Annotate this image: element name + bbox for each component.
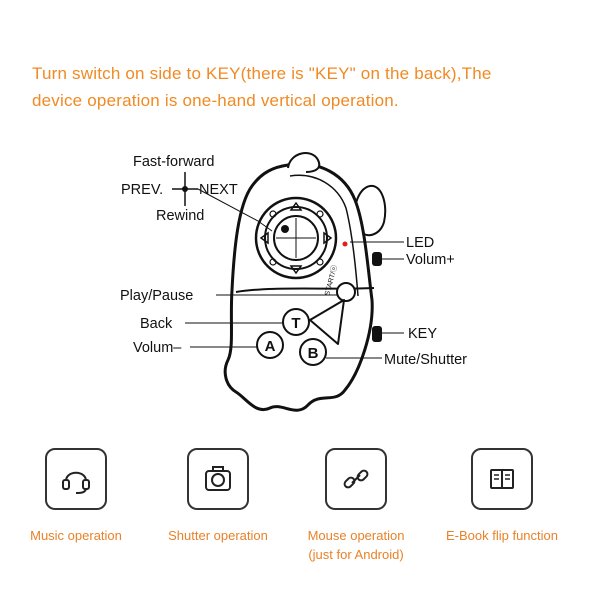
camera-icon <box>187 448 249 510</box>
t-label: T <box>291 315 300 332</box>
feature-music: Music operation <box>6 448 146 545</box>
instruction-text: Turn switch on side to KEY(there is "KEY… <box>32 60 592 114</box>
back-t-button: T <box>282 308 310 336</box>
instruction-line-2: device operation is one-hand vertical op… <box>32 91 399 110</box>
remote-diagram: START/ⓞ T A B Fast-forward PREV. NEXT Re… <box>120 152 467 412</box>
body-split-line <box>235 287 375 293</box>
volume-down-a-button: A <box>256 331 284 359</box>
label-volume-down: Volum– <box>133 340 182 356</box>
joystick-leader-line <box>197 188 273 232</box>
label-rewind: Rewind <box>156 208 204 224</box>
label-mute-shutter: Mute/Shutter <box>384 352 467 368</box>
label-fast-forward: Fast-forward <box>133 154 214 170</box>
feature-mouse-sub: (just for Android) <box>308 547 404 562</box>
start-button <box>336 282 356 302</box>
book-icon <box>471 448 533 510</box>
instruction-line-1: Turn switch on side to KEY(there is "KEY… <box>32 64 492 83</box>
feature-shutter-label: Shutter operation <box>168 528 268 543</box>
device-inner-outline <box>289 174 359 297</box>
feature-ebook: E-Book flip function <box>432 448 572 545</box>
feature-mouse-title: Mouse operation <box>307 528 405 543</box>
label-back: Back <box>140 316 173 332</box>
top-knob <box>287 152 321 173</box>
feature-mouse-label: Mouse operation (just for Android) <box>286 526 426 564</box>
shutter-triangle-button <box>309 299 345 345</box>
led-indicator <box>342 241 348 247</box>
link-icon <box>325 448 387 510</box>
feature-music-label: Music operation <box>30 528 122 543</box>
label-led: LED <box>406 235 434 251</box>
volume-up-side-button <box>372 252 382 266</box>
headset-icon <box>45 448 107 510</box>
label-prev: PREV. <box>121 182 163 198</box>
joystick <box>254 196 338 280</box>
label-play-pause: Play/Pause <box>120 288 193 304</box>
label-next: NEXT <box>199 182 238 198</box>
feature-mouse: Mouse operation (just for Android) <box>286 448 426 564</box>
direction-cross-center <box>182 186 188 192</box>
a-label: A <box>265 338 276 355</box>
label-volume-up: Volum+ <box>406 252 455 268</box>
key-switch <box>372 326 382 342</box>
label-key: KEY <box>408 326 437 342</box>
feature-icons-row: Music operation Shutter operation Mouse … <box>0 448 600 600</box>
b-label: B <box>308 345 319 362</box>
feature-shutter: Shutter operation <box>148 448 288 545</box>
mute-b-button: B <box>299 338 327 366</box>
leader-lines <box>185 241 404 359</box>
feature-ebook-label: E-Book flip function <box>445 528 558 543</box>
